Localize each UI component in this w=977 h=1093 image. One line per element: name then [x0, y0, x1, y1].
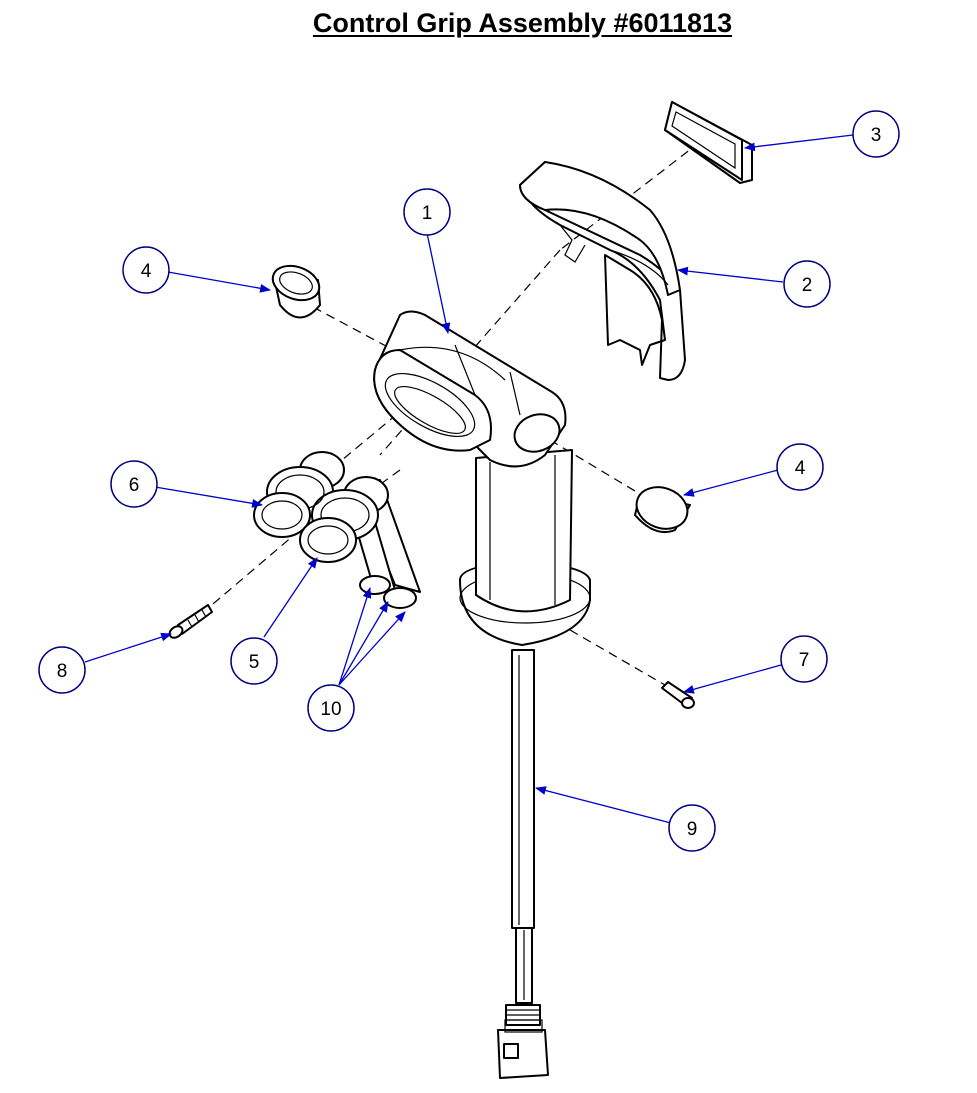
- callout-label: 6: [129, 475, 140, 496]
- callout-7: 7: [780, 635, 828, 683]
- part-1-grip: [373, 310, 591, 646]
- callout-label: 4: [795, 458, 806, 479]
- callout-9: 9: [668, 804, 716, 852]
- callout-4-upper: 4: [122, 246, 170, 294]
- part-7-set-screw: [661, 681, 695, 709]
- callout-label: 3: [871, 125, 882, 146]
- callout-8: 8: [38, 646, 86, 694]
- callout-10: 10: [307, 684, 355, 732]
- part-2-trigger-housing: [519, 161, 686, 381]
- callout-6: 6: [110, 460, 158, 508]
- callout-5: 5: [230, 637, 278, 685]
- diagram-title: Control Grip Assembly #6011813: [312, 8, 733, 38]
- part-4-lower-cap: [634, 486, 691, 534]
- callout-1: 1: [403, 188, 451, 236]
- callout-label: 7: [799, 650, 810, 671]
- callout-label: 1: [422, 203, 433, 224]
- parts-5-6-10-buttons-switches: [253, 451, 421, 609]
- callout-label: 8: [57, 661, 68, 682]
- part-9-shaft-harness: [497, 649, 549, 1079]
- callout-label: 4: [141, 261, 152, 282]
- part-8-screw: [168, 604, 213, 639]
- callout-label: 5: [249, 652, 260, 673]
- callout-2: 2: [783, 260, 831, 308]
- callout-label: 9: [687, 819, 698, 840]
- leader-arrows: [84, 134, 854, 824]
- callout-4-lower: 4: [776, 443, 824, 491]
- callout-label: 2: [802, 275, 813, 296]
- part-3-pad: [664, 101, 753, 184]
- part-4-upper-bushing: [271, 264, 321, 319]
- callout-label: 10: [320, 699, 341, 720]
- callout-3: 3: [852, 110, 900, 158]
